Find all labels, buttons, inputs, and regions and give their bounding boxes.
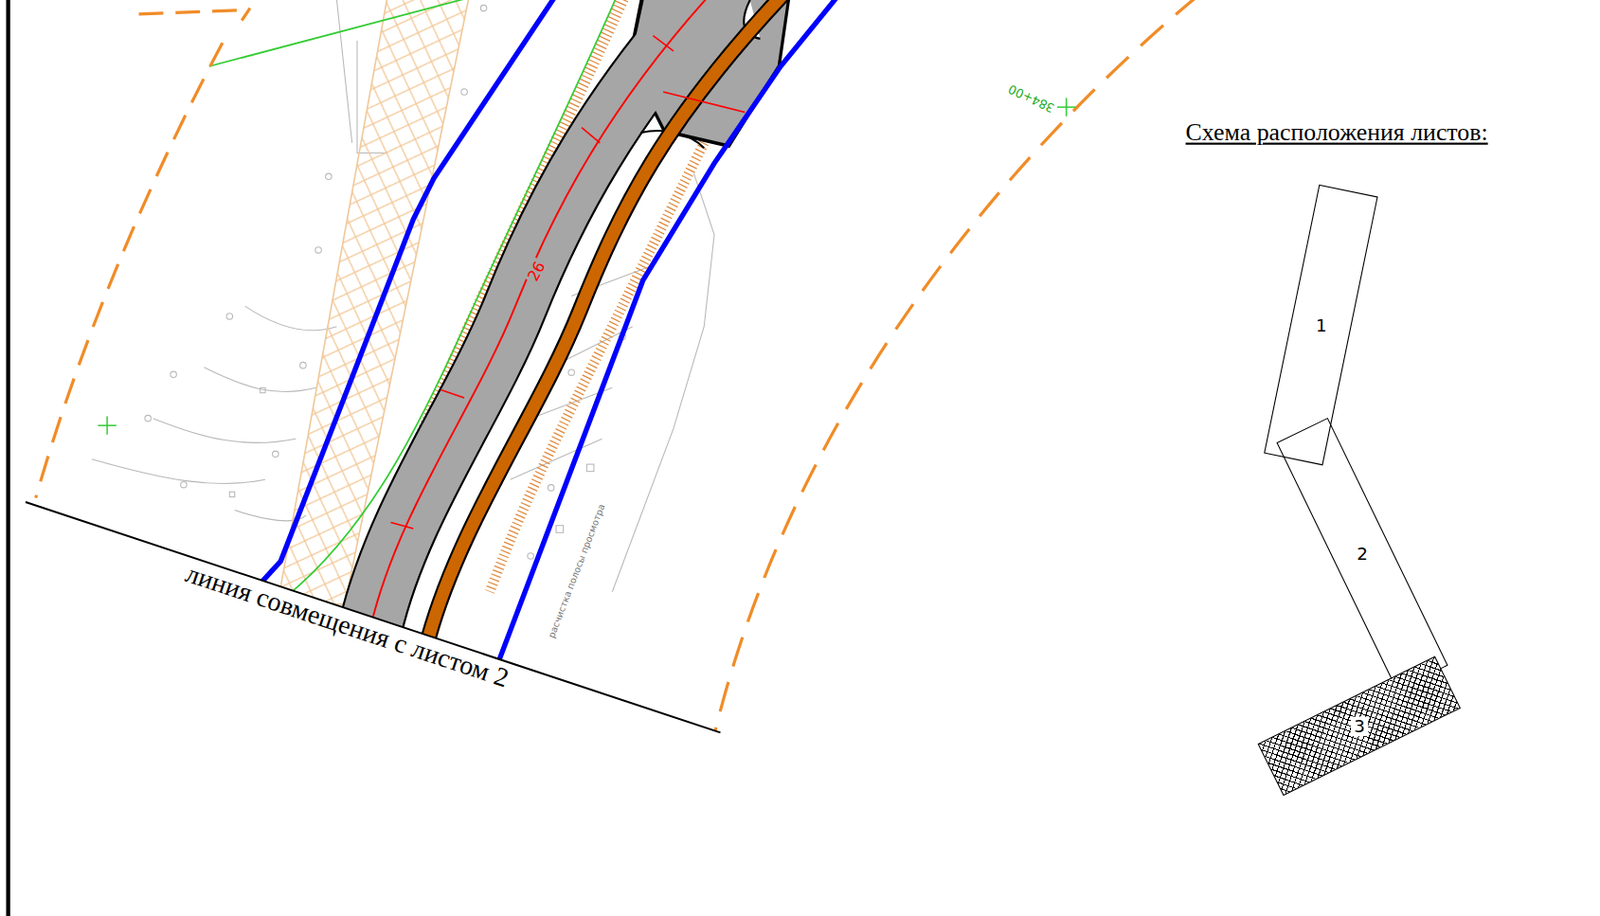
sheet-frame: 2 [1276,417,1448,691]
sheet-frame: 1 [1263,183,1379,466]
match-line [25,502,721,733]
boundary-line [498,0,840,664]
map-label: 384+00 [1005,80,1060,116]
axis [370,0,715,628]
sheet-number: 3 [1350,716,1368,736]
boundary-line [260,0,557,584]
axis-ticks [391,35,746,529]
zone-boundary [714,0,1200,736]
zone-boundary [132,8,251,21]
frame-border [5,0,10,916]
survey-cross [97,97,1076,434]
sheet-frame: 3 [1258,655,1462,796]
sheet-number: 2 [1353,544,1371,564]
shoulder-edge [428,0,783,638]
zone-boundary [35,42,223,498]
plan-area [35,0,1200,736]
orange-strip [428,0,783,638]
sheet-number: 1 [1312,314,1330,334]
scheme-heading: Схема расположения листов: [1183,119,1490,146]
map-label: расчистка полосы просмотра [546,501,609,642]
green-line [286,0,618,597]
